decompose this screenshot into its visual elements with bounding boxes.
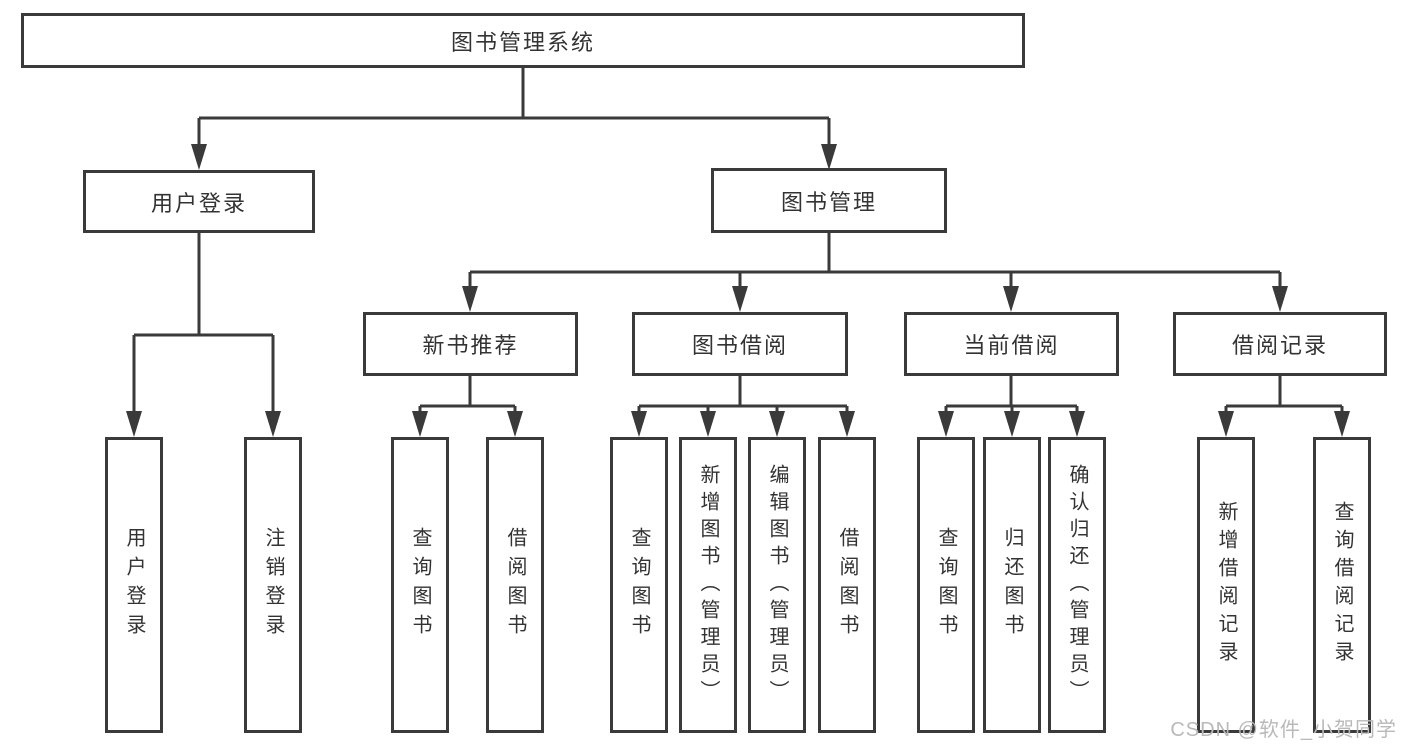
connector-new-book-branch bbox=[418, 376, 517, 413]
connector-root-to-level2 bbox=[197, 68, 831, 146]
node-book-borrow: 图书借阅 bbox=[632, 312, 848, 376]
leaf-add-borrow-record: 新增借阅记录 bbox=[1197, 437, 1255, 733]
node-root-label: 图书管理系统 bbox=[450, 29, 595, 55]
leaf-add-books-admin: 新增图书（管理员） bbox=[679, 437, 737, 733]
leaf-user-login: 用户登录 bbox=[105, 437, 163, 733]
leaf-add-borrow-record-label: 新增借阅记录 bbox=[1215, 501, 1237, 669]
leaf-confirm-return-admin: 确认归还（管理员） bbox=[1048, 437, 1106, 733]
leaf-user-login-label: 用户登录 bbox=[123, 527, 145, 643]
leaf-query-books-3-label: 查询图书 bbox=[935, 527, 957, 643]
leaf-borrow-books-2-label: 借阅图书 bbox=[836, 527, 858, 643]
node-new-book-recommend: 新书推荐 bbox=[363, 312, 578, 376]
arrowheads bbox=[126, 144, 1350, 437]
leaf-return-books: 归还图书 bbox=[983, 437, 1041, 733]
connector-book-borrow-branch bbox=[637, 376, 849, 413]
node-book-management: 图书管理 bbox=[711, 168, 947, 233]
node-new-book-recommend-label: 新书推荐 bbox=[422, 333, 519, 358]
leaf-query-borrow-record: 查询借阅记录 bbox=[1313, 437, 1371, 733]
leaf-borrow-books-2: 借阅图书 bbox=[818, 437, 876, 733]
leaf-query-books-2-label: 查询图书 bbox=[628, 527, 650, 643]
node-book-borrow-label: 图书借阅 bbox=[691, 333, 788, 358]
leaf-edit-books-admin-label: 编辑图书（管理员） bbox=[766, 463, 788, 707]
leaf-logout: 注销登录 bbox=[244, 437, 302, 733]
node-user-login-label: 用户登录 bbox=[150, 190, 247, 216]
leaf-edit-books-admin: 编辑图书（管理员） bbox=[748, 437, 806, 733]
csdn-watermark: CSDN @软件_小贺同学 bbox=[1170, 719, 1397, 741]
node-current-borrow-label: 当前借阅 bbox=[963, 333, 1060, 358]
node-borrow-records: 借阅记录 bbox=[1173, 312, 1387, 376]
leaf-query-books-1: 查询图书 bbox=[391, 437, 449, 733]
leaf-add-books-admin-label: 新增图书（管理员） bbox=[697, 463, 719, 707]
leaf-query-borrow-record-label: 查询借阅记录 bbox=[1331, 501, 1353, 669]
leaf-return-books-label: 归还图书 bbox=[1001, 527, 1023, 643]
node-user-login: 用户登录 bbox=[83, 170, 315, 233]
connector-user-login-branch bbox=[132, 233, 275, 413]
leaf-borrow-books-1: 借阅图书 bbox=[486, 437, 544, 733]
leaf-confirm-return-admin-label: 确认归还（管理员） bbox=[1066, 463, 1088, 707]
node-root: 图书管理系统 bbox=[21, 13, 1025, 68]
leaf-query-books-3: 查询图书 bbox=[917, 437, 975, 733]
node-borrow-records-label: 借阅记录 bbox=[1231, 333, 1328, 358]
leaf-query-books-2: 查询图书 bbox=[610, 437, 668, 733]
leaf-query-books-1-label: 查询图书 bbox=[409, 527, 431, 643]
connector-current-borrow-branch bbox=[944, 376, 1079, 413]
leaf-logout-label: 注销登录 bbox=[262, 527, 284, 643]
node-book-management-label: 图书管理 bbox=[780, 189, 877, 215]
connector-borrow-record-branch bbox=[1224, 376, 1344, 413]
node-current-borrow: 当前借阅 bbox=[904, 312, 1119, 376]
leaf-borrow-books-1-label: 借阅图书 bbox=[504, 527, 526, 643]
connector-book-management-branch bbox=[468, 233, 1282, 288]
